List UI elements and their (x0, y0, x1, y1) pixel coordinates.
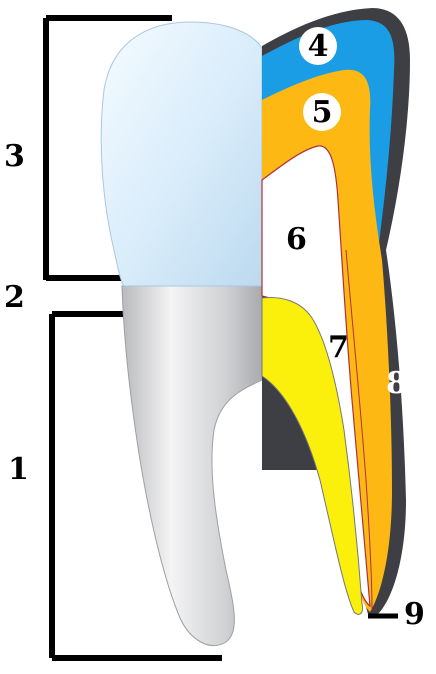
label-3: 3 (4, 139, 25, 174)
root-canal-edge (345, 249, 373, 611)
label-1: 1 (8, 452, 29, 487)
label-8: 8 (386, 366, 407, 401)
tooth-root-exterior (121, 285, 263, 647)
tooth-crown-exterior (100, 21, 263, 287)
label-6: 6 (286, 222, 307, 257)
label-9: 9 (404, 597, 425, 632)
label-7: 7 (328, 330, 349, 365)
label-5-circle (303, 93, 341, 131)
label-2: 2 (4, 280, 25, 315)
cementum-layer (261, 297, 363, 615)
label-4: 4 (307, 29, 329, 64)
label-5: 5 (311, 95, 333, 130)
measurement-bracket (43, 15, 222, 661)
label-4-circle (299, 27, 337, 65)
